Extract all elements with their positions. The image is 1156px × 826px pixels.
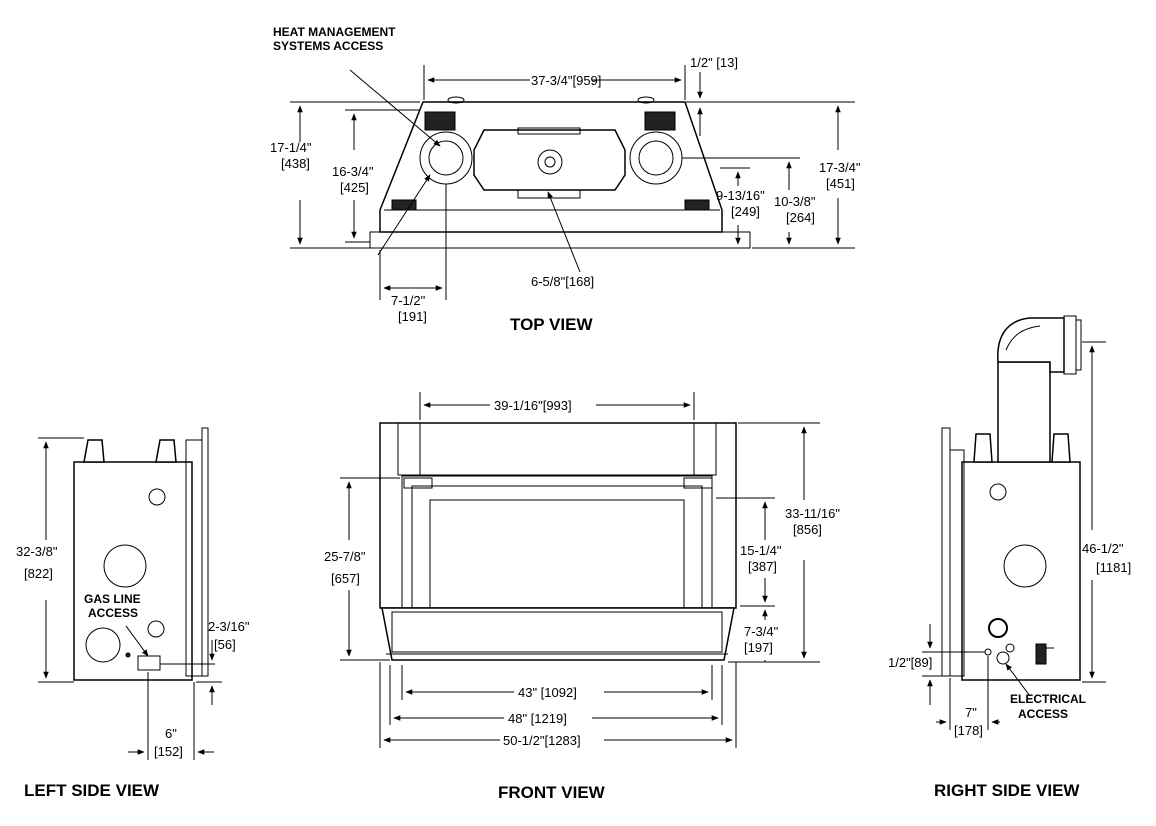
dim-left-height-in: 32-3/8" [16,544,58,559]
dim-top-width: 37-3/4"[959] [531,73,601,88]
dim-right-elec-height: 1/2"[89] [888,655,932,670]
dim-right-height-in: 46-1/2" [1082,541,1124,556]
right-side-view-title: RIGHT SIDE VIEW [934,781,1080,800]
dim-front-width-48: 48" [1219] [508,711,567,726]
dim-right-elec-offset-in: 7" [965,705,977,720]
dim-front-top-width: 39-1/16"[993] [494,398,572,413]
dim-left-gas-height-in: 2-3/16" [208,619,250,634]
front-view-unit [379,422,737,661]
dim-top-depth-right-inner-mm: [249] [731,204,760,219]
front-view-title: FRONT VIEW [498,783,606,802]
top-view: HEAT MANAGEMENT SYSTEMS ACCESS 37-3/4"[9… [270,25,861,334]
dim-front-base-height-in: 7-3/4" [744,624,779,639]
dim-top-offset: 1/2" [13] [690,55,738,70]
dim-top-depth-right-mm: [451] [826,176,855,191]
gas-line-note-line2: ACCESS [88,606,138,620]
dim-front-total-height-in: 33-11/16" [785,506,840,521]
dim-top-depth-right-in: 17-3/4" [819,160,861,175]
dim-front-width-50: 50-1/2"[1283] [503,733,581,748]
front-view-labels: 39-1/16"[993] 25-7/8" [657] 15-1/4" [387… [324,398,840,802]
dim-front-glass-height-mm: [387] [748,559,777,574]
dim-right-height-mm: [1181] [1096,560,1131,575]
dim-top-center-offset: 6-5/8"[168] [531,274,594,289]
heat-management-note-line2: SYSTEMS ACCESS [273,39,383,53]
front-view-dimension-lines [340,392,820,748]
dim-top-left-offset-mm: [191] [398,309,427,324]
left-side-view: 32-3/8" [822] GAS LINE ACCESS 2-3/16" [5… [16,427,250,800]
dim-top-left-offset-in: 7-1/2" [391,293,426,308]
right-side-unit [941,315,1082,681]
dim-top-depth-inner-in: 16-3/4" [332,164,374,179]
top-view-labels: HEAT MANAGEMENT SYSTEMS ACCESS 37-3/4"[9… [270,25,861,334]
dim-top-depth-left-in: 17-1/4" [270,140,312,155]
top-view-dimension-lines [290,65,855,300]
left-side-labels: 32-3/8" [822] GAS LINE ACCESS 2-3/16" [5… [16,544,250,800]
right-side-labels: 46-1/2" [1181] 1/2"[89] 7" [178] ELECTRI… [888,541,1131,800]
dim-front-height-left-mm: [657] [331,571,360,586]
top-view-unit [369,96,751,249]
left-side-dimension-lines [38,437,222,760]
right-side-dimension-lines [922,341,1106,730]
gas-line-note-line1: GAS LINE [84,592,141,606]
dim-left-gas-offset-in: 6" [165,726,177,741]
dim-front-height-left-in: 25-7/8" [324,549,366,564]
dim-top-depth-right-mid-in: 10-3/8" [774,194,816,209]
dim-left-height-mm: [822] [24,566,53,581]
dim-front-width-43: 43" [1092] [518,685,577,700]
dim-right-elec-offset-mm: [178] [954,723,983,738]
left-side-unit [73,427,209,681]
dim-front-base-height-mm: [197] [744,640,773,655]
top-view-title: TOP VIEW [510,315,593,334]
dim-left-gas-offset-mm: [152] [154,744,183,759]
dim-top-depth-inner-mm: [425] [340,180,369,195]
electrical-note-line1: ELECTRICAL [1010,692,1086,706]
dim-top-depth-left-mm: [438] [281,156,310,171]
dim-front-total-height-mm: [856] [793,522,822,537]
dim-front-glass-height-in: 15-1/4" [740,543,782,558]
dim-left-gas-height-mm: [56] [214,637,236,652]
front-view: 39-1/16"[993] 25-7/8" [657] 15-1/4" [387… [324,392,840,802]
heat-management-note-line1: HEAT MANAGEMENT [273,25,396,39]
right-side-view: 46-1/2" [1181] 1/2"[89] 7" [178] ELECTRI… [888,315,1131,800]
left-side-view-title: LEFT SIDE VIEW [24,781,160,800]
dim-top-depth-right-inner-in: 9-13/16" [716,188,765,203]
electrical-note-line2: ACCESS [1018,707,1068,721]
dim-top-depth-right-mid-mm: [264] [786,210,815,225]
